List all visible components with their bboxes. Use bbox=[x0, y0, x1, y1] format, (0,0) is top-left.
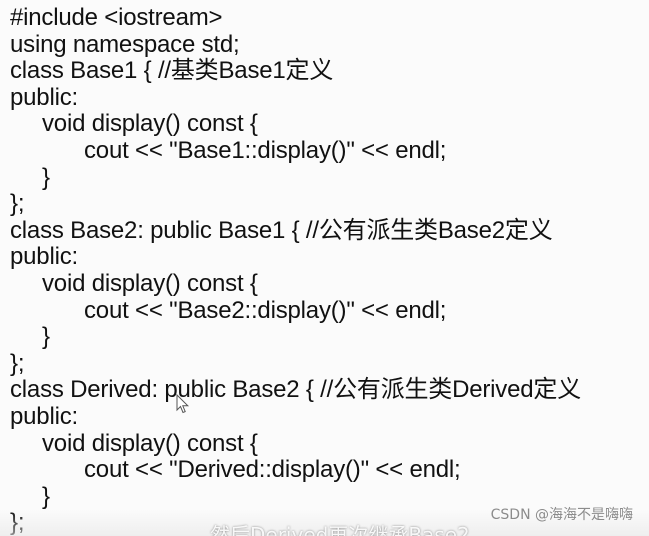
bottom-overlay bbox=[0, 510, 649, 536]
code-line: }; bbox=[10, 190, 25, 218]
code-line: cout << "Base1::display()" << endl; bbox=[84, 136, 447, 164]
code-line: #include <iostream> bbox=[10, 4, 223, 31]
code-line: class Base2: public Base1 { //公有派生类Base2… bbox=[10, 216, 553, 244]
code-line: void display() const { bbox=[42, 269, 258, 297]
code-line: } bbox=[42, 163, 50, 191]
video-subtitle: 然后Derived再次继承Base2 bbox=[210, 523, 470, 536]
code-line: cout << "Base2::display()" << endl; bbox=[84, 296, 447, 324]
code-line: public: bbox=[10, 243, 78, 271]
code-block: #include <iostream> using namespace std;… bbox=[10, 4, 645, 536]
code-line: void display() const { bbox=[42, 429, 258, 457]
code-line: class Base1 { //基类Base1定义 bbox=[10, 57, 334, 85]
code-line: void display() const { bbox=[42, 110, 258, 138]
code-line: class Derived: public Base2 { //公有派生类Der… bbox=[10, 376, 581, 404]
code-line: using namespace std; bbox=[10, 30, 240, 58]
code-line: public: bbox=[10, 402, 78, 430]
mouse-pointer-icon bbox=[176, 394, 190, 414]
code-line: cout << "Derived::display()" << endl; bbox=[84, 456, 461, 484]
code-line: } bbox=[42, 482, 50, 510]
watermark: CSDN @海海不是嗨嗨 bbox=[490, 507, 633, 523]
code-line: }; bbox=[10, 349, 25, 377]
code-line: public: bbox=[10, 83, 78, 111]
code-line: } bbox=[42, 323, 50, 351]
